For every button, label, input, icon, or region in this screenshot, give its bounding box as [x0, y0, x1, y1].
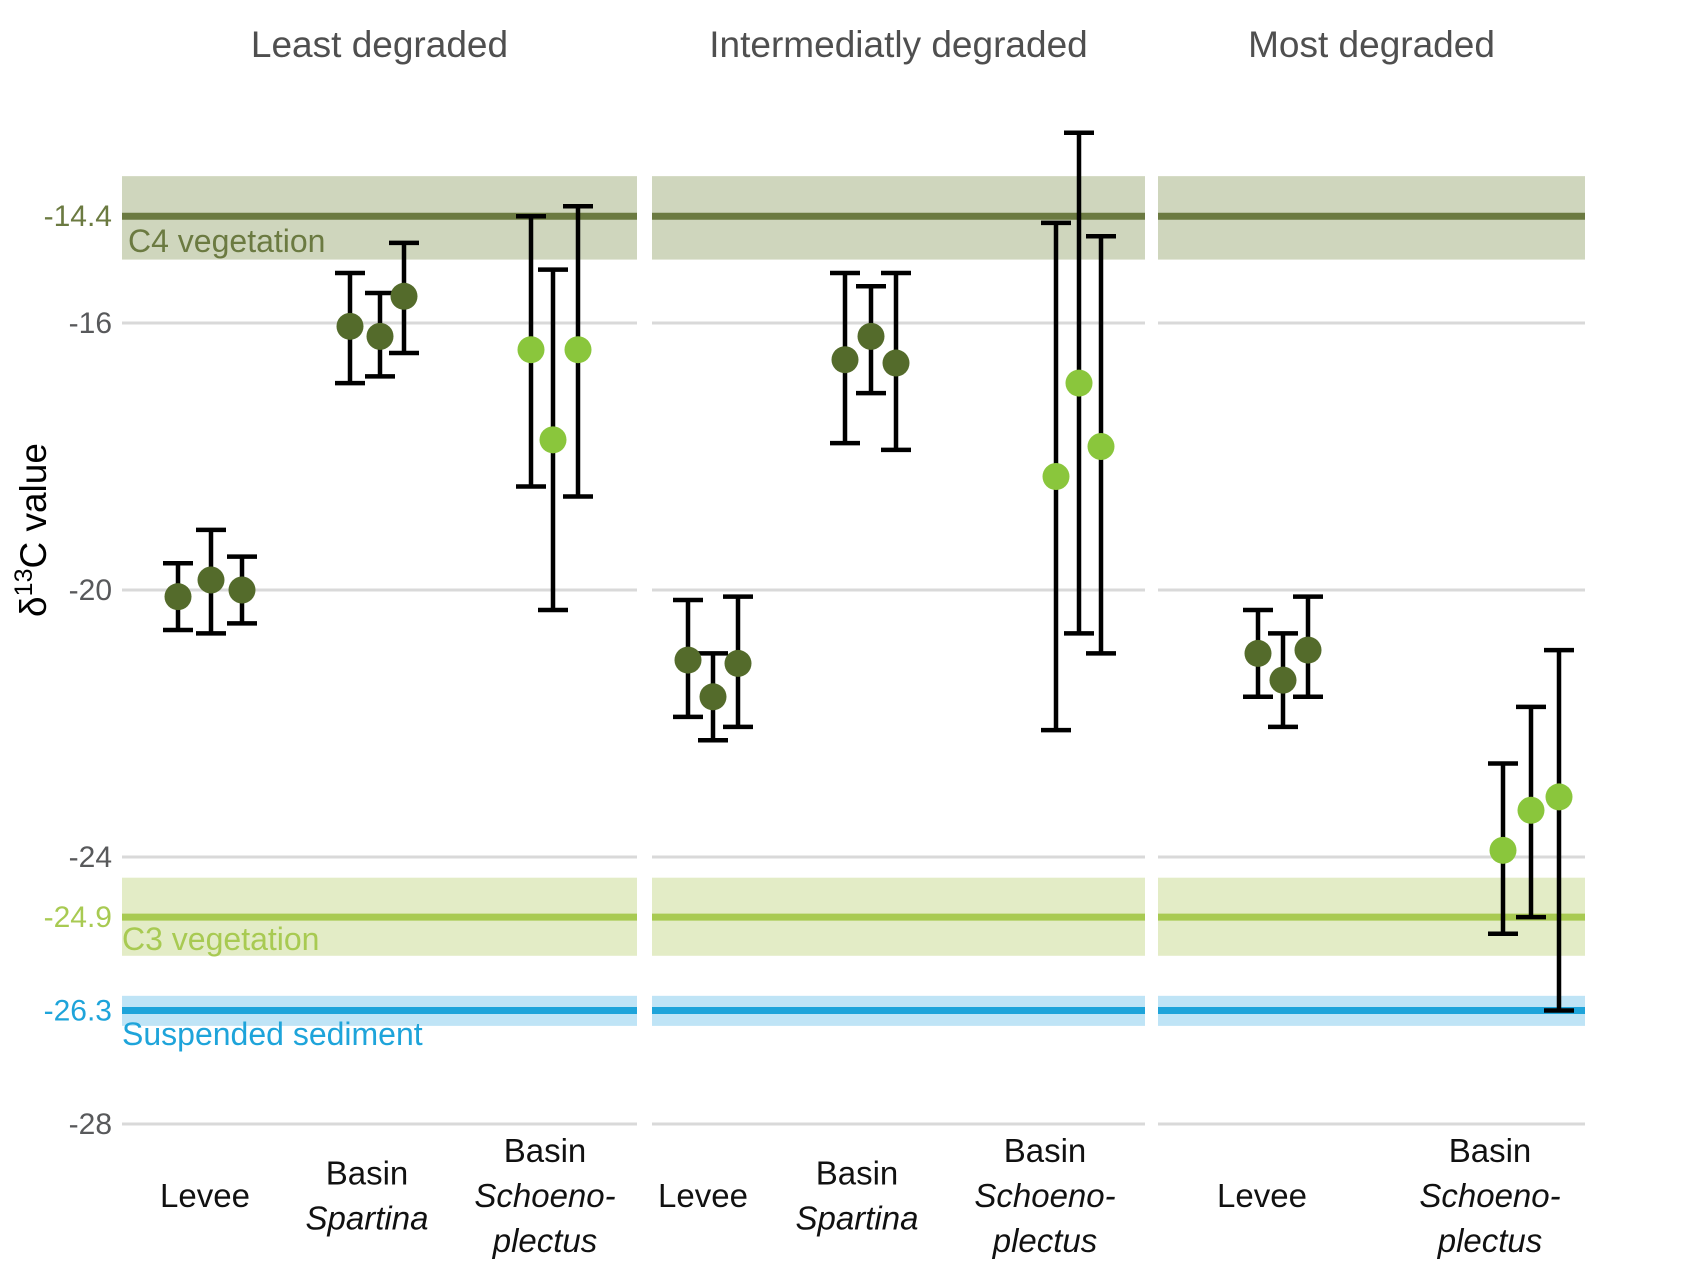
- data-point-dark-green: [228, 576, 256, 604]
- data-point-dark-green: [1294, 636, 1322, 664]
- y-tick-label: -26.3: [44, 995, 112, 1028]
- data-point-dark-green: [1244, 639, 1272, 667]
- data-point-light-green: [1065, 369, 1093, 397]
- suspended-sediment-label: Suspended sediment: [122, 1016, 423, 1052]
- panel-title: Most degraded: [1248, 24, 1495, 65]
- y-tick-label: -24: [69, 841, 112, 874]
- data-point-dark-green: [831, 346, 859, 374]
- data-point-dark-green: [857, 322, 885, 350]
- data-point-light-green: [1489, 836, 1517, 864]
- data-point-dark-green: [366, 322, 394, 350]
- x-axis-category-label: Schoeno-: [1419, 1177, 1560, 1214]
- data-point-dark-green: [1269, 666, 1297, 694]
- x-axis-category-label: Basin: [816, 1155, 899, 1192]
- x-axis-category-label: Levee: [1217, 1177, 1307, 1214]
- data-point-light-green: [539, 426, 567, 454]
- data-point-dark-green: [390, 282, 418, 310]
- x-axis-category-label: Schoeno-: [974, 1177, 1115, 1214]
- data-point-dark-green: [336, 312, 364, 340]
- x-axis-category-label: plectus: [492, 1222, 598, 1259]
- x-axis-category-label: plectus: [992, 1222, 1098, 1259]
- x-axis-category-label: Basin: [1449, 1132, 1532, 1169]
- data-point-dark-green: [197, 566, 225, 594]
- y-tick-label: -20: [69, 574, 112, 607]
- c4-vegetation-label: C4 vegetation: [128, 223, 325, 259]
- x-axis-category-label: Basin: [1004, 1132, 1087, 1169]
- panel-title: Intermediatly degraded: [709, 24, 1087, 65]
- error-bar: [1544, 647, 1574, 1013]
- x-axis-category-label: Spartina: [796, 1200, 919, 1237]
- x-axis-category-label: Schoeno-: [474, 1177, 615, 1214]
- x-axis-category-label: Basin: [504, 1132, 587, 1169]
- data-point-dark-green: [699, 683, 727, 711]
- y-axis-title: δ13C value: [10, 443, 54, 617]
- data-point-light-green: [1545, 783, 1573, 811]
- data-point-dark-green: [164, 583, 192, 611]
- y-tick-label: -24.9: [44, 901, 112, 934]
- data-point-light-green: [517, 336, 545, 364]
- c3-vegetation-label: C3 vegetation: [122, 921, 319, 957]
- data-point-light-green: [1517, 796, 1545, 824]
- data-point-light-green: [1042, 463, 1070, 491]
- x-axis-category-label: Spartina: [306, 1200, 429, 1237]
- data-point-light-green: [1087, 432, 1115, 460]
- data-point-dark-green: [724, 649, 752, 677]
- y-tick-label: -14.4: [44, 200, 112, 233]
- x-axis-category-label: plectus: [1437, 1222, 1543, 1259]
- panel-title: Least degraded: [251, 24, 508, 65]
- y-tick-label: -28: [69, 1108, 112, 1141]
- x-axis-category-label: Levee: [658, 1177, 748, 1214]
- data-point-dark-green: [882, 349, 910, 377]
- data-point-dark-green: [674, 646, 702, 674]
- y-tick-label: -16: [69, 307, 112, 340]
- x-axis-category-label: Basin: [326, 1155, 409, 1192]
- x-axis-category-label: Levee: [160, 1177, 250, 1214]
- data-point-light-green: [564, 336, 592, 364]
